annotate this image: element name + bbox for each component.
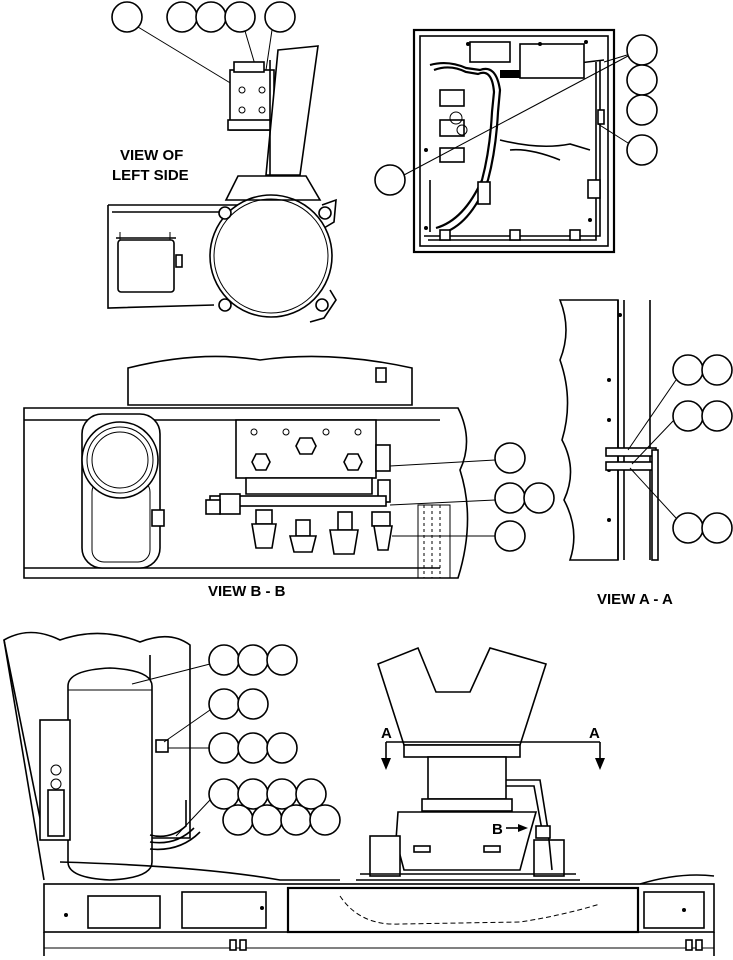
callout-bubble: [701, 400, 733, 432]
callout-bubble: [195, 1, 227, 33]
callout-bubble: [701, 354, 733, 386]
callout-bubble: [237, 688, 269, 720]
callout-bubble: [280, 804, 312, 836]
view-left-side-label-line2: LEFT SIDE: [112, 167, 189, 184]
callout-bubble: [266, 644, 298, 676]
callout-bubble: [494, 520, 526, 552]
callout-bubble: [672, 354, 704, 386]
callout-bubble: [626, 34, 658, 66]
left-side-view: VIEW OF LEFT SIDE: [107, 1, 337, 323]
callout-bubble: [264, 1, 296, 33]
section-a-right-label: A: [589, 725, 600, 742]
view-bb-label: VIEW B - B: [208, 583, 286, 600]
bottom-assembly: A A B B: [3, 631, 715, 956]
callout-bubble: [494, 482, 526, 514]
callout-bubble: [672, 512, 704, 544]
callout-bubble: [374, 164, 406, 196]
callout-bubble: [672, 400, 704, 432]
callout-bubble: [208, 688, 240, 720]
view-aa-label: VIEW A - A: [597, 591, 673, 608]
callout-bubble: [208, 644, 240, 676]
callout-bubble: [251, 804, 283, 836]
section-b-upper-label: B: [492, 821, 503, 838]
callout-bubble: [224, 1, 256, 33]
view-bb: VIEW B - B: [23, 355, 555, 600]
callout-bubble: [266, 778, 298, 810]
callout-bubble: [237, 778, 269, 810]
callout-bubble: [266, 732, 298, 764]
callout-bubble: [295, 778, 327, 810]
callout-bubble: [626, 134, 658, 166]
callout-bubble: [237, 732, 269, 764]
section-a-left-label: A: [381, 725, 392, 742]
callout-bubble: [222, 804, 254, 836]
callout-bubble: [626, 94, 658, 126]
callout-bubble: [237, 644, 269, 676]
callout-bubble: [494, 442, 526, 474]
callout-bubble: [701, 512, 733, 544]
view-aa: VIEW A - A: [558, 299, 733, 608]
view-left-side-label-line1: VIEW OF: [120, 147, 183, 164]
callout-bubble: [208, 778, 240, 810]
callout-bubble: [626, 64, 658, 96]
callout-bubble: [309, 804, 341, 836]
electrical-panel-view: [374, 28, 658, 254]
callout-bubble: [166, 1, 198, 33]
callout-bubble: [523, 482, 555, 514]
callout-bubble: [208, 732, 240, 764]
callout-bubble: [111, 1, 143, 33]
